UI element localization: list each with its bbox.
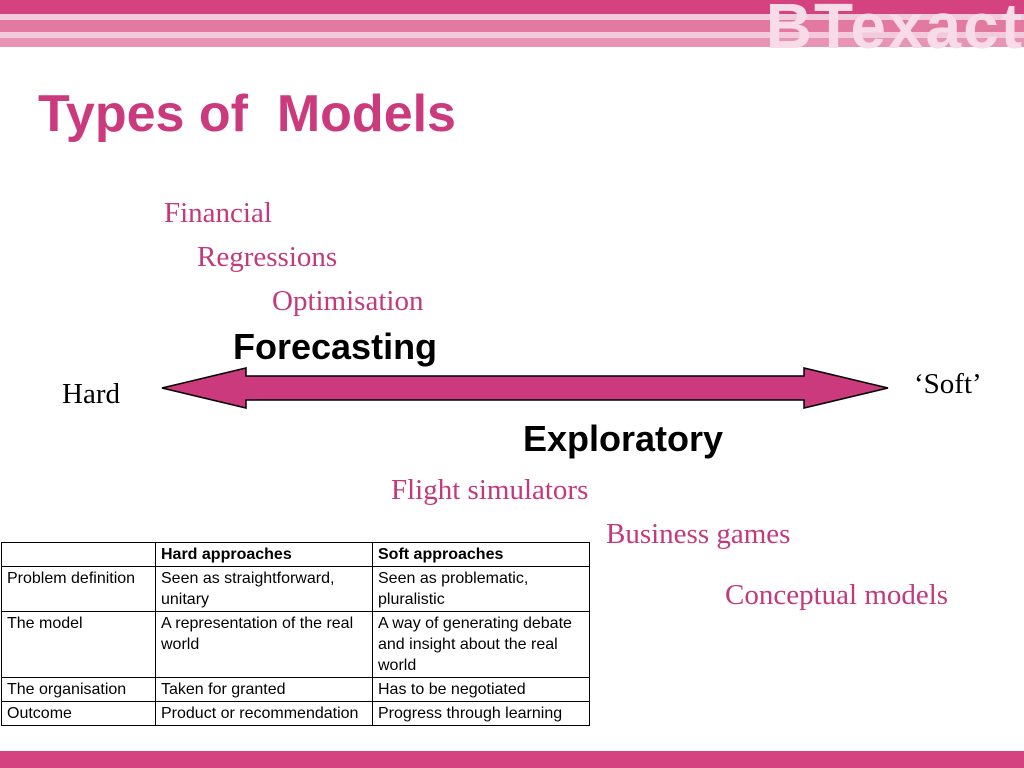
table-header-cell xyxy=(1,542,156,567)
slide-title: Types of Models xyxy=(38,85,456,143)
soft-label: ‘Soft’ xyxy=(914,368,982,400)
forecasting-item-financial: Financial xyxy=(164,197,272,229)
header-band xyxy=(0,0,1024,14)
table-cell: Seen as straightforward, unitary xyxy=(155,566,373,612)
table-cell: The organisation xyxy=(1,677,156,702)
table-cell: Has to be negotiated xyxy=(372,677,590,702)
table-row: The model A representation of the real w… xyxy=(1,611,590,678)
forecasting-heading: Forecasting xyxy=(233,326,438,367)
table-header-cell: Soft approaches xyxy=(372,542,590,567)
table-cell: Seen as problematic, pluralistic xyxy=(372,566,590,612)
footer-band xyxy=(0,751,1024,768)
comparison-table: Hard approaches Soft approaches Problem … xyxy=(1,542,590,726)
header-band xyxy=(0,14,1024,20)
table-row: The organisation Taken for granted Has t… xyxy=(1,677,590,702)
table-row: Outcome Product or recommendation Progre… xyxy=(1,701,590,726)
header-band xyxy=(0,20,1024,32)
hard-soft-arrow xyxy=(161,367,889,409)
exploratory-item-business-games: Business games xyxy=(606,518,791,550)
header-band xyxy=(0,38,1024,47)
table-cell: Progress through learning xyxy=(372,701,590,726)
table-cell: Product or recommendation xyxy=(155,701,373,726)
table-cell: The model xyxy=(1,611,156,678)
brand-logo: BTexact xyxy=(765,0,1024,52)
table-cell: Taken for granted xyxy=(155,677,373,702)
hard-label: Hard xyxy=(62,378,120,410)
forecasting-item-optimisation: Optimisation xyxy=(272,285,424,317)
exploratory-item-conceptual-models: Conceptual models xyxy=(725,579,949,611)
forecasting-item-regressions: Regressions xyxy=(197,241,338,273)
table-header-cell: Hard approaches xyxy=(155,542,373,567)
exploratory-item-flight-simulators: Flight simulators xyxy=(391,474,589,506)
exploratory-heading: Exploratory xyxy=(523,418,724,459)
table-cell: A way of generating debate and insight a… xyxy=(372,611,590,678)
table-row: Problem definition Seen as straightforwa… xyxy=(1,566,590,612)
table-cell: A representation of the real world xyxy=(155,611,373,678)
table-cell: Problem definition xyxy=(1,566,156,612)
table-header-row: Hard approaches Soft approaches xyxy=(1,542,590,567)
table-cell: Outcome xyxy=(1,701,156,726)
header-band xyxy=(0,32,1024,38)
